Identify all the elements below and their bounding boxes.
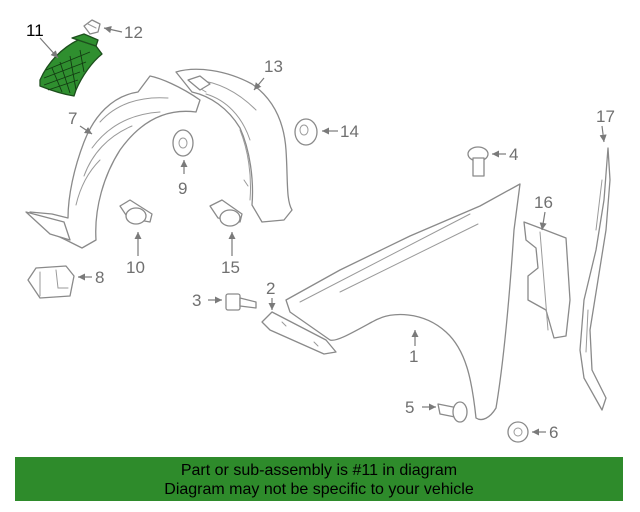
- callout-labels: 11 12 7 13 9 14 10 15 8 3 2 1 4 5 6 16 1…: [26, 21, 615, 442]
- callout-11: 11: [26, 21, 44, 40]
- callout-6: 6: [549, 423, 558, 442]
- part-9-grommet[interactable]: [172, 129, 194, 157]
- part-11-splash-shield[interactable]: [39, 33, 103, 97]
- part-1-fender[interactable]: [285, 183, 521, 421]
- banner-line-2: Diagram may not be specific to your vehi…: [164, 481, 474, 498]
- callout-10: 10: [126, 258, 145, 277]
- callout-2: 2: [266, 279, 275, 298]
- part-8-bracket[interactable]: [27, 265, 75, 299]
- info-banner: Part or sub-assembly is #11 in diagram D…: [15, 457, 623, 501]
- callout-16: 16: [534, 193, 553, 212]
- part-13-wheel-liner[interactable]: [175, 68, 293, 223]
- callout-15: 15: [221, 258, 240, 277]
- part-15-push-clip[interactable]: [209, 199, 243, 227]
- part-17-trim-strip[interactable]: [579, 147, 611, 411]
- banner-line-1: Part or sub-assembly is #11 in diagram: [180, 462, 458, 479]
- part-14-grommet[interactable]: [294, 118, 318, 146]
- callout-13: 13: [264, 57, 283, 76]
- part-12-clip[interactable]: [83, 19, 101, 35]
- callout-3: 3: [192, 291, 201, 310]
- callout-8: 8: [95, 268, 104, 287]
- callout-7: 7: [68, 109, 77, 128]
- callout-4: 4: [509, 145, 518, 164]
- part-2-bracket[interactable]: [261, 311, 337, 355]
- callout-5: 5: [405, 398, 414, 417]
- callout-9: 9: [178, 179, 187, 198]
- part-4-bolt[interactable]: [467, 146, 489, 177]
- callout-14: 14: [340, 122, 359, 141]
- part-10-push-clip[interactable]: [119, 199, 153, 225]
- leader-lines: [39, 26, 607, 436]
- part-3-bolt[interactable]: [225, 293, 257, 311]
- callout-12: 12: [124, 23, 143, 42]
- part-6-nut[interactable]: [507, 421, 529, 443]
- callout-17: 17: [596, 107, 615, 126]
- part-5-bolt[interactable]: [437, 401, 468, 423]
- callout-1: 1: [409, 347, 418, 366]
- part-7-wheel-liner[interactable]: [25, 75, 201, 249]
- part-16-seal[interactable]: [523, 221, 571, 339]
